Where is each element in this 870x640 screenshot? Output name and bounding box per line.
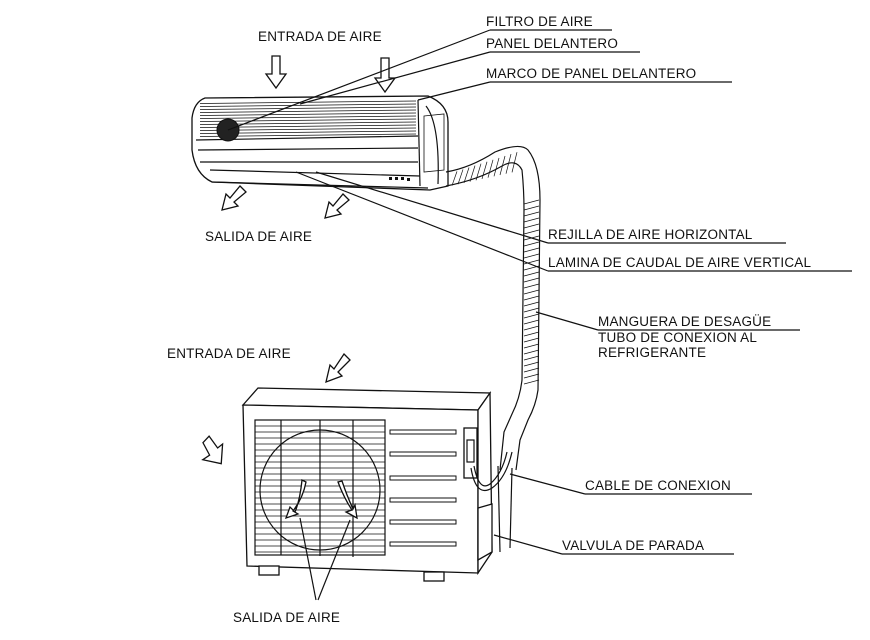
label-filtro: FILTRO DE AIRE [486,14,593,29]
side-vents [389,429,457,547]
leader-lines [227,29,852,601]
airflow-arrows [201,55,397,465]
fan-blade-left [284,478,307,520]
label-rejilla: REJILLA DE AIRE HORIZONTAL [548,227,753,242]
label-entrada-top: ENTRADA DE AIRE [258,29,382,44]
labels: ENTRADA DE AIRE FILTRO DE AIRE PANEL DEL… [167,14,811,625]
label-entrada-bottom: ENTRADA DE AIRE [167,346,291,361]
label-cable: CABLE DE CONEXION [585,478,731,493]
label-salida-top: SALIDA DE AIRE [205,229,312,244]
indicator-lights [389,177,410,181]
label-panel: PANEL DELANTERO [486,36,618,51]
outdoor-unit [241,387,513,582]
label-manguera: MANGUERA DE DESAGÜE [598,314,771,329]
label-tubo-2: REFRIGERANTE [598,345,706,360]
label-salida-bottom: SALIDA DE AIRE [233,610,340,625]
label-lamina: LAMINA DE CAUDAL DE AIRE VERTICAL [548,255,811,270]
refrigerant-pipe [445,145,541,471]
fan-grille [254,419,386,557]
label-marco: MARCO DE PANEL DELANTERO [486,66,696,81]
label-valvula: VALVULA DE PARADA [562,538,704,553]
fan-blade-right [337,480,358,520]
pipe-hatch [451,152,540,385]
indoor-unit [191,95,449,191]
stop-valve [477,503,493,562]
label-tubo-1: TUBO DE CONEXION AL [598,330,757,345]
